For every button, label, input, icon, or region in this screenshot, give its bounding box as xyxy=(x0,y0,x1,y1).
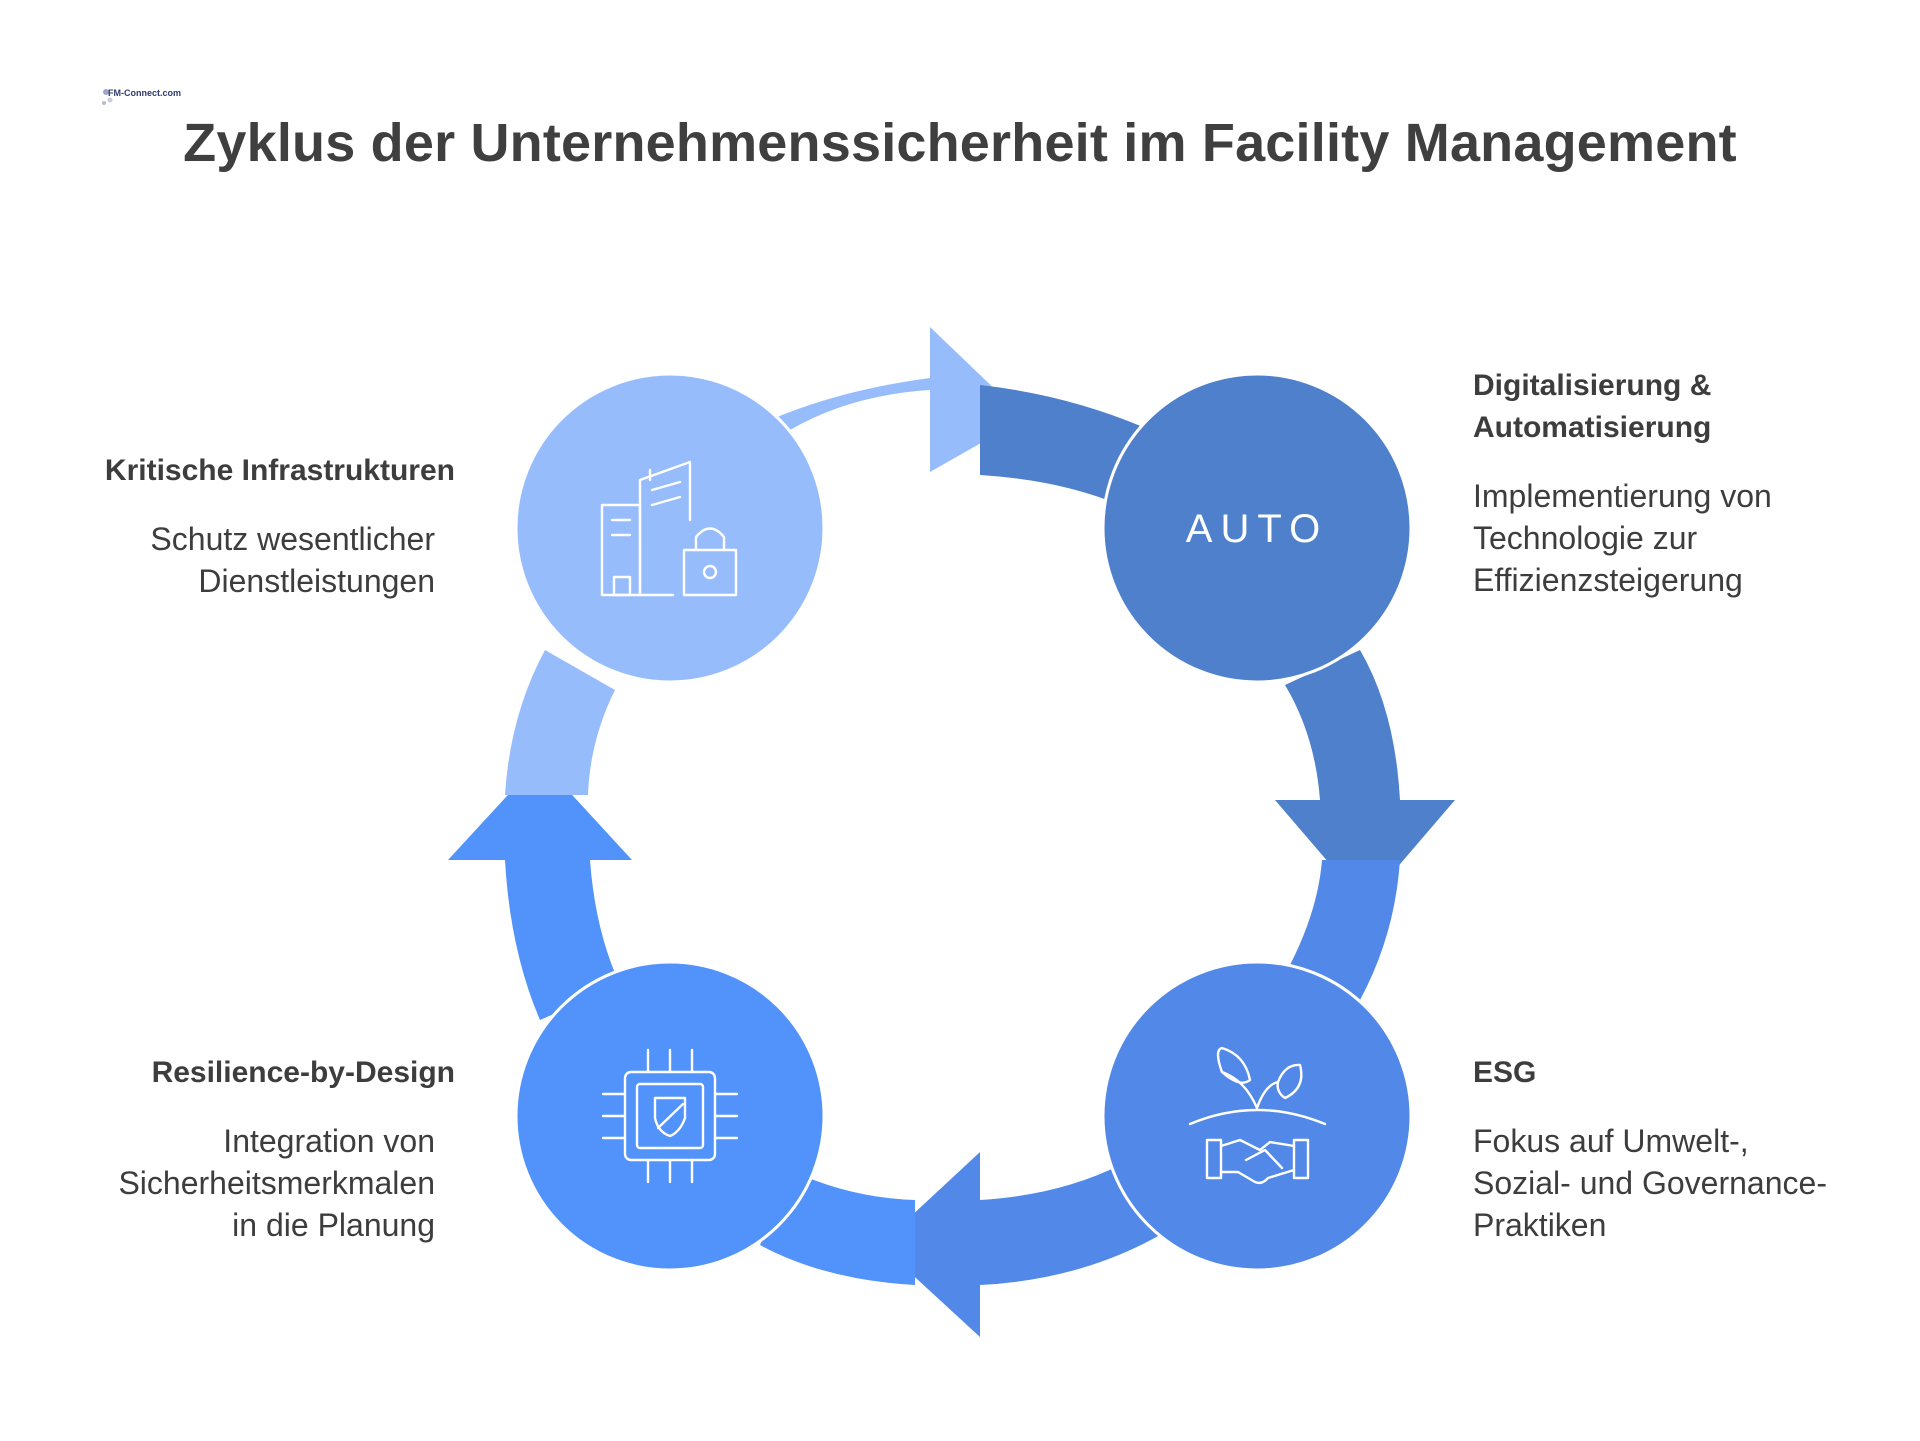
label-esg: ESG Fokus auf Umwelt-, Sozial- und Gover… xyxy=(1473,1052,1893,1246)
arrow-top-tail xyxy=(980,385,1150,505)
node-circle-esg xyxy=(1101,960,1413,1272)
node-description: Schutz wesentlicher Dienstleistungen xyxy=(150,521,435,599)
label-digitalisierung: Digitalisierung & Automatisierung Implem… xyxy=(1473,365,1893,601)
plant-handshake-icon xyxy=(1188,1046,1327,1185)
page-title: Zyklus der Unternehmenssicherheit im Fac… xyxy=(183,113,1737,173)
arrow-top xyxy=(770,327,1025,472)
chip-shield-icon xyxy=(601,1048,739,1184)
logo xyxy=(100,86,164,108)
node-heading: Digitalisierung & Automatisierung xyxy=(1473,369,1712,444)
arrow-bottom xyxy=(880,1152,1160,1337)
building-lock-icon xyxy=(600,460,738,597)
node-circle-digitalisierung xyxy=(1101,372,1413,684)
node-description: Integration von Sicherheitsmerkmalen in … xyxy=(118,1123,435,1243)
node-heading: ESG xyxy=(1473,1056,1537,1089)
arrow-left-tail xyxy=(505,650,615,795)
arrow-left xyxy=(448,760,632,1020)
label-resilience: Resilience-by-Design Integration von Sic… xyxy=(35,1052,455,1246)
arrow-right xyxy=(1275,650,1455,905)
node-circle-kritische-infrastrukturen xyxy=(514,372,826,684)
node-heading: Kritische Infrastrukturen xyxy=(104,454,455,487)
auto-icon-text: AUTO xyxy=(1186,507,1328,551)
node-heading: Resilience-by-Design xyxy=(151,1056,455,1089)
node-description: Implementierung von Technologie zur Effi… xyxy=(1473,478,1772,598)
arrow-right-tail xyxy=(1290,860,1400,1000)
logo-text: FM-Connect.com xyxy=(108,88,181,98)
node-description: Fokus auf Umwelt-, Sozial- und Governanc… xyxy=(1473,1123,1827,1243)
label-kritische-infrastrukturen: Kritische Infrastrukturen Schutz wesentl… xyxy=(35,450,455,602)
